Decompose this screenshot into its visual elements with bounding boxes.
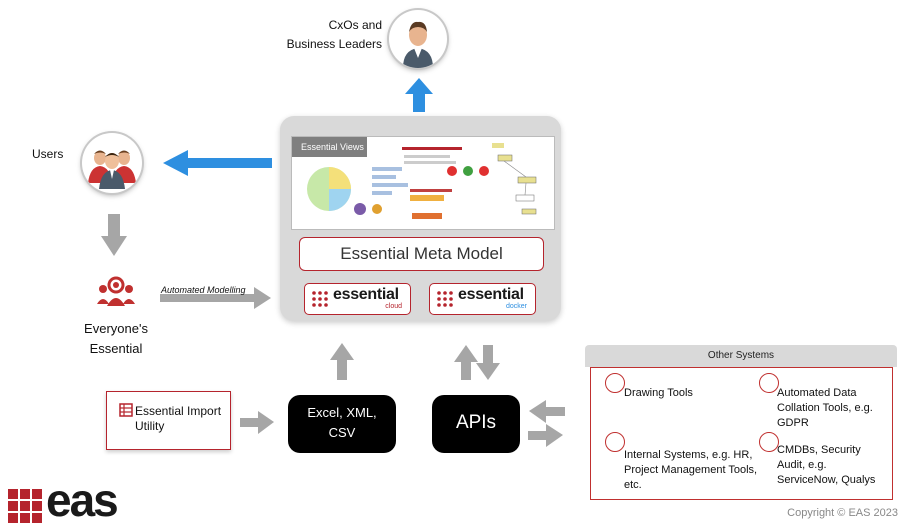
grey-down-arrow-users [101,214,127,256]
system-item: Drawing Tools [624,387,693,399]
users-label: Users [32,147,64,161]
essential-cloud-logo: essential cloud [304,283,411,315]
automated-modelling-label: Automated Modelling [161,285,246,295]
other-systems-body: Drawing Tools Automated Data Collation T… [590,367,893,500]
cloud-logo-text: essential [333,286,399,303]
copyright-text: Copyright © EAS 2023 [787,507,898,519]
business-person-icon [403,21,433,68]
docker-logo-text: essential [458,286,524,303]
grey-up-arrow-excel [330,343,354,380]
everyone-essential-label: Everyone's Essential [84,321,148,356]
eas-logo-text: eas [46,474,119,526]
essential-views-tab: Essential Views [292,137,367,157]
apis-box: APIs [432,395,520,453]
excel-xml-csv-box: Excel, XML, CSV [288,395,396,453]
cxo-avatar [389,10,447,68]
grey-up-arrow-apis [454,345,478,380]
internal-systems-icon [605,432,625,452]
essential-docker-logo: essential docker [429,283,536,315]
data-collation-icon [759,373,779,393]
views-thumbnails [307,143,537,219]
users-avatar [82,133,142,193]
import-utility-box: Essential Import Utility [106,391,231,450]
grey-left-arrow-systems [529,400,565,423]
grey-right-arrow-systems [528,424,563,447]
table-icon [119,403,133,417]
other-systems-title: Other Systems [585,345,897,367]
cmdb-icon [759,432,779,452]
blue-up-arrow [405,78,433,112]
eas-grid-icon [8,489,42,523]
grey-down-arrow-apis [476,345,500,380]
essential-dots-icon [437,291,453,307]
apis-label: APIs [455,412,497,433]
excel-xml-csv-label: Excel, XML, CSV [307,405,377,440]
grey-right-arrow-import [240,411,274,434]
system-item: CMDBs, Security Audit, e.g. ServiceNow, … [777,444,876,486]
essential-views-screen: Essential Views [291,136,555,230]
users-group-icon [88,150,136,189]
docker-logo-sub: docker [505,303,527,310]
import-utility-label: Essential Import Utility [135,404,222,433]
everyone-essential-icon [97,276,135,306]
system-item: Internal Systems, e.g. HR, Project Manag… [624,449,758,491]
blue-left-arrow [163,150,272,176]
drawing-tools-icon [605,373,625,393]
essential-meta-model-box: Essential Meta Model [299,237,544,271]
system-item: Automated Data Collation Tools, e.g. GDP… [777,387,873,429]
cloud-logo-sub: cloud [385,303,402,310]
automated-modelling-arrow [160,287,271,309]
cxo-label: CxOs and Business Leaders [286,18,382,51]
essential-dots-icon [312,291,328,307]
other-systems-panel: Other Systems Drawing Tools Automated Da… [585,345,897,501]
